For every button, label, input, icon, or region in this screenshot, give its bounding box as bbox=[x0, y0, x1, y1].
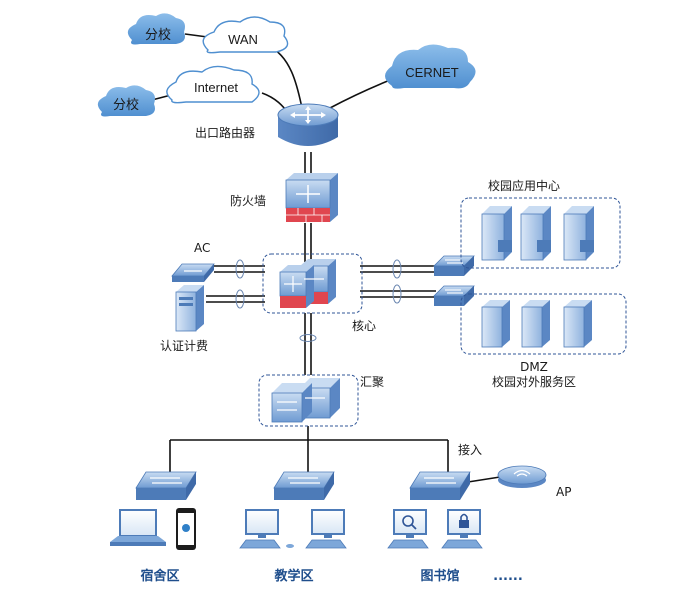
router-icon bbox=[277, 103, 339, 146]
cloud-branch-top-label: 分校 bbox=[145, 27, 171, 42]
ap-label: AP bbox=[556, 485, 571, 499]
zone-dorm-label: 宿舍区 bbox=[140, 568, 179, 584]
ac-label: AC bbox=[194, 241, 210, 255]
dmz-label: DMZ bbox=[520, 360, 548, 374]
app-center-group-box bbox=[460, 197, 621, 269]
dmz-server-2-icon bbox=[521, 300, 550, 348]
dorm-phone-icon bbox=[176, 508, 196, 550]
app-server-3-icon bbox=[563, 206, 594, 261]
auth-server-icon bbox=[175, 285, 204, 332]
access-label: 接入 bbox=[458, 442, 482, 457]
auth-billing-label: 认证计费 bbox=[160, 339, 208, 353]
access-switch-library-icon bbox=[409, 471, 471, 500]
cloud-internet: Internet bbox=[166, 65, 260, 104]
zone-teaching-label: 教学区 bbox=[273, 568, 313, 584]
teaching-desktop-2-icon bbox=[305, 509, 347, 549]
core-group-box bbox=[262, 253, 363, 314]
ac-device-icon bbox=[171, 263, 215, 282]
cloud-cernet: CERNET bbox=[385, 44, 476, 89]
cloud-branch-left-label: 分校 bbox=[113, 97, 139, 112]
ap-icon bbox=[497, 465, 547, 488]
library-lock-terminal-icon bbox=[441, 509, 483, 549]
core-label: 核心 bbox=[352, 319, 376, 333]
link-lib-ap bbox=[467, 476, 501, 483]
router-label: 出口路由器 bbox=[195, 125, 255, 140]
cloud-wan-label: WAN bbox=[228, 32, 258, 47]
cloud-wan: WAN bbox=[202, 16, 289, 54]
app-server-1-icon bbox=[481, 206, 512, 261]
dmz-server-3-icon bbox=[563, 300, 592, 348]
access-switch-dorm-icon bbox=[135, 471, 197, 500]
cloud-cernet-label: CERNET bbox=[405, 65, 459, 80]
cloud-internet-label: Internet bbox=[194, 80, 238, 95]
dmz-desc-label: 校园对外服务区 bbox=[492, 374, 576, 389]
app-center-switch-icon bbox=[433, 255, 475, 276]
aggregation-switch-icon bbox=[271, 378, 340, 423]
link-cernet-router bbox=[329, 77, 396, 109]
firewall-icon bbox=[285, 173, 338, 222]
dmz-group-box bbox=[460, 293, 627, 355]
dmz-server-1-icon bbox=[481, 300, 510, 348]
firewall-label: 防火墙 bbox=[230, 193, 266, 208]
core-switch-icon bbox=[279, 259, 336, 308]
cloud-branch-left: 分校 bbox=[97, 85, 155, 117]
dmz-switch-icon bbox=[433, 285, 475, 306]
app-server-2-icon bbox=[520, 206, 551, 261]
connection-lines bbox=[147, 33, 501, 483]
zone-more-label: ...... bbox=[493, 569, 523, 584]
lag-markers bbox=[235, 259, 402, 342]
teaching-desktop-1-icon bbox=[239, 509, 294, 549]
aggregation-group-box bbox=[258, 374, 359, 427]
aggregation-label: 汇聚 bbox=[360, 375, 384, 389]
app-center-label: 校园应用中心 bbox=[488, 178, 560, 193]
dorm-laptop-icon bbox=[110, 509, 166, 546]
cloud-branch-top: 分校 bbox=[127, 13, 185, 45]
library-search-terminal-icon bbox=[387, 509, 429, 549]
access-switch-teaching-icon bbox=[273, 471, 335, 500]
zone-library-label: 图书馆 bbox=[420, 568, 459, 584]
